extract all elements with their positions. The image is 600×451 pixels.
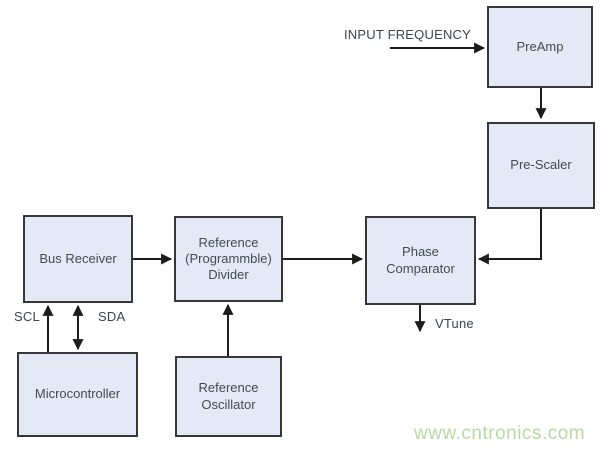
input-frequency-label: INPUT FREQUENCY: [344, 27, 471, 42]
block-reference-divider: Reference (Programmble) Divider: [174, 216, 283, 302]
block-preamp-label: PreAmp: [516, 38, 564, 54]
scl-label: SCL: [14, 309, 40, 324]
block-phase-comparator-label: Phase Comparator: [386, 244, 455, 276]
block-reference-oscillator: Reference Oscillator: [175, 356, 282, 437]
block-pre-scaler: Pre-Scaler: [487, 122, 595, 209]
block-phase-comparator: Phase Comparator: [365, 216, 476, 305]
block-bus-receiver-label: Bus Receiver: [39, 250, 117, 266]
block-bus-receiver: Bus Receiver: [23, 215, 133, 303]
block-preamp: PreAmp: [487, 6, 593, 88]
watermark-text: www.cntronics.com: [414, 423, 586, 444]
prescaler-to-phase-comparator-arrow: [477, 209, 542, 265]
block-microcontroller-label: Microcontroller: [34, 386, 121, 402]
sda-label: SDA: [98, 309, 126, 324]
block-reference-divider-label: Reference (Programmble) Divider: [185, 234, 272, 283]
block-pre-scaler-label: Pre-Scaler: [510, 157, 572, 173]
block-microcontroller: Microcontroller: [17, 352, 138, 437]
vtune-label: VTune: [435, 316, 474, 331]
block-reference-oscillator-label: Reference Oscillator: [198, 380, 259, 412]
